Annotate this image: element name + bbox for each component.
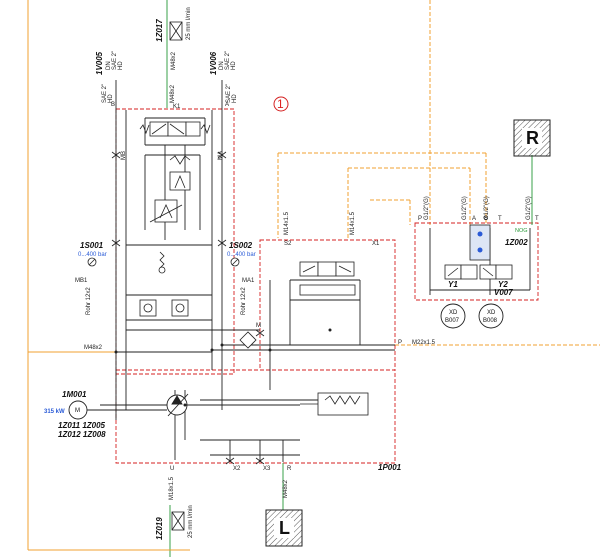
label-g12-4: G1/2"(G) [526, 196, 532, 220]
motor-symbol: M [75, 408, 80, 414]
port-x2: X2 [233, 466, 241, 472]
relief-valve-upper [169, 155, 191, 191]
label-rohr-right: Rohr 12x2 [241, 287, 247, 315]
check-valve-spring [158, 251, 166, 274]
label-1v006-sae: SAE 2" [225, 51, 231, 70]
xd-label-2: XD [487, 310, 496, 316]
port-x1: X1 [372, 241, 380, 247]
port-m: M [256, 323, 261, 329]
label-m14-1: M14x1.5 [284, 211, 290, 235]
motor-power: 315 kW [44, 409, 65, 415]
port-t-y: T [535, 216, 539, 222]
label-1z019: 1Z019 [155, 517, 164, 540]
filter-indicator-bottom [171, 511, 185, 531]
label-g12-1: G1/2"(G) [424, 196, 430, 220]
label-sae-right: SAE 2" [226, 84, 232, 103]
filter [239, 331, 257, 349]
junction-dots [114, 328, 332, 407]
sensor-1s002-range: 0...400 bar [227, 252, 256, 258]
sensor-1s002-tag: 1S002 [229, 241, 253, 250]
port-p-mid: P [398, 340, 402, 346]
label-1v006-hd: HD [231, 61, 237, 70]
label-1z017: 1Z017 [155, 19, 164, 42]
motor-tag: 1M001 [62, 390, 87, 399]
xd-label-1: XD [449, 310, 458, 316]
tank-l-label: L [279, 518, 290, 538]
filter-indicator-top [169, 21, 183, 41]
tank-l [265, 509, 303, 547]
port-b: B [111, 102, 115, 108]
port-k1: K1 [173, 104, 181, 110]
motor-filters-2: 1Z012 1Z008 [58, 430, 106, 439]
relief-valve-lower [149, 199, 183, 223]
actuator [300, 392, 369, 416]
xd-b007: B007 [445, 318, 460, 324]
port-a-y: A [472, 216, 476, 222]
label-m48-top: M48x2 [170, 84, 176, 103]
label-m14-2: M14x1.5 [350, 211, 356, 235]
label-hd-left: HD [108, 94, 114, 103]
port-t-z: T [498, 216, 502, 222]
motor [68, 400, 167, 420]
sensor-1s001-range: 0...400 bar [78, 252, 107, 258]
pump [166, 393, 189, 417]
tank-r [513, 119, 551, 157]
label-1z017-thread: M48x2 [171, 51, 177, 70]
pump-unit-tag: 1P001 [378, 463, 402, 472]
thread-m48-mid: M48x2 [84, 345, 103, 351]
label-1v006-dn: DN [219, 61, 225, 70]
label-g12-2: G1/2"(G) [462, 196, 468, 220]
label-rohr-left: Rohr 12x2 [86, 287, 92, 315]
label-m48-bottom: M48x2 [283, 479, 289, 498]
pilot-lines [277, 0, 600, 346]
port-p-left: P [418, 216, 422, 222]
label-1v005: 1V005 [95, 51, 104, 75]
callout-marker: 1 [273, 96, 289, 112]
port-a: A [225, 102, 229, 108]
motor-filters-1: 1Z011 1Z005 [58, 421, 106, 430]
label-1v005-dn: DN [106, 61, 112, 70]
port-r: R [287, 466, 292, 472]
directional-valve-top [139, 121, 211, 137]
valve-v007: V007 [494, 288, 513, 297]
needle-valves [111, 151, 265, 465]
port-b-y: B [484, 216, 488, 222]
port-ma: MA [218, 151, 224, 160]
label-1z019-rating: 25 mm l/min [188, 505, 194, 538]
label-1v005-sae: SAE 2" [112, 51, 118, 70]
port-x3: X3 [263, 466, 271, 472]
label-hd-right: HD [232, 94, 238, 103]
label-1v006: 1V006 [209, 51, 218, 75]
port-mb: MB [121, 151, 127, 160]
label-1v005-hd: HD [118, 61, 124, 70]
tank-r-label: R [526, 128, 539, 148]
label-g12-3: G1/2"(G) [484, 196, 490, 220]
port-nog: NOG [515, 228, 528, 234]
directional-valve-mid [299, 261, 356, 296]
port-s2: S2 [284, 241, 292, 247]
port-u: U [170, 466, 174, 472]
port-mb1: MB1 [75, 278, 88, 284]
label-1z017-rating: 25 mm l/min [186, 7, 192, 40]
check-valves [139, 299, 189, 317]
pressure-gauges [87, 257, 240, 267]
label-sae-left: SAE 2" [102, 84, 108, 103]
hydraulic-lines [100, 80, 531, 462]
xd-sensors [440, 303, 504, 329]
thread-m22: M22x1.5 [412, 340, 436, 346]
valve-block-tag: 1Z002 [505, 238, 528, 247]
callout-number: 1 [277, 97, 284, 111]
sensor-1s001-tag: 1S001 [80, 241, 104, 250]
solenoid-y2: Y2 [498, 280, 508, 289]
solenoid-y1: Y1 [448, 280, 458, 289]
green-lines [166, 0, 533, 557]
port-ma1: MA1 [242, 278, 255, 284]
supply-lines [27, 0, 190, 551]
valve-block-1z002 [444, 224, 513, 280]
xd-b008: B008 [483, 318, 498, 324]
label-m18: M18x1.5 [169, 476, 175, 500]
